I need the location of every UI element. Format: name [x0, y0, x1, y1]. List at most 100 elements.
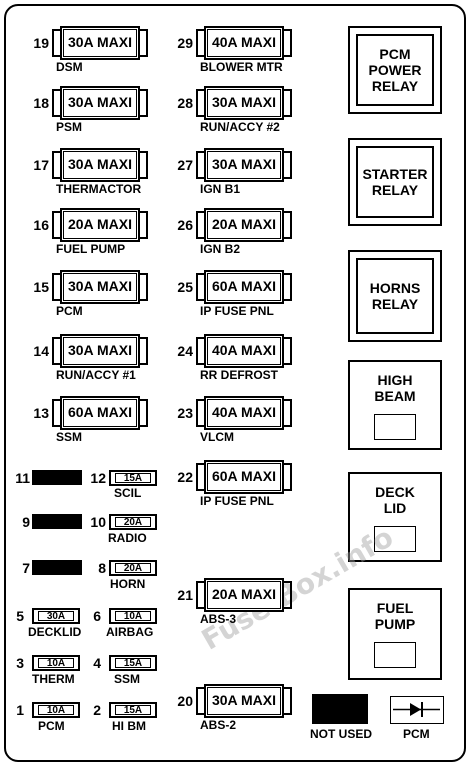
fuse-2-label: HI BM	[112, 719, 146, 733]
deck-lid-slot	[374, 526, 416, 552]
starter-relay: STARTER RELAY	[348, 138, 442, 226]
fuse-11-blank	[32, 470, 82, 485]
fuse-4: 15A	[109, 655, 157, 671]
fuse-6-rating: 10A	[115, 611, 151, 622]
horns-relay-label: HORNS RELAY	[356, 258, 434, 334]
fuse-20-label: ABS-2	[200, 718, 237, 732]
fuse-9-number: 9	[22, 514, 30, 530]
fuse-13-rating: 60A MAXI	[63, 399, 137, 427]
fuse-25: 60A MAXI	[196, 270, 292, 304]
fuse-12-number: 12	[90, 470, 106, 486]
fuse-3-label: THERM	[32, 672, 75, 686]
fuse-9-blank	[32, 514, 82, 529]
fuse-13-label: SSM	[56, 430, 83, 444]
fuse-4-rating: 15A	[115, 658, 151, 669]
fuse-26-label: IGN B2	[200, 242, 241, 256]
fuse-14: 30A MAXI	[52, 334, 148, 368]
fuse-24-rating: 40A MAXI	[207, 337, 281, 365]
fuse-24: 40A MAXI	[196, 334, 292, 368]
horns-relay: HORNS RELAY	[348, 250, 442, 342]
fuse-27-label: IGN B1	[200, 182, 241, 196]
fuse-19-label: DSM	[56, 60, 83, 74]
fuse-16-label: FUEL PUMP	[56, 242, 126, 256]
fuse-28-number: 28	[177, 95, 193, 111]
fuse-17-number: 17	[33, 157, 49, 173]
fuse-22: 60A MAXI	[196, 460, 292, 494]
fuse-2-number: 2	[93, 702, 101, 718]
pcm-diode-label: PCM	[403, 727, 430, 741]
fuse-29-number: 29	[177, 35, 193, 51]
fuse-17: 30A MAXI	[52, 148, 148, 182]
pcm-power-relay: PCM POWER RELAY	[348, 26, 442, 114]
fuse-27: 30A MAXI	[196, 148, 292, 182]
fuse-7-number: 7	[22, 560, 30, 576]
fuse-12-label: SCIL	[114, 486, 142, 500]
fuse-5-label: DECKLID	[28, 625, 82, 639]
fuse-24-label: RR DEFROST	[200, 368, 278, 382]
fuse-3-rating: 10A	[38, 658, 74, 669]
pcm-power-relay-label: PCM POWER RELAY	[356, 34, 434, 106]
high-beam-socket: HIGH BEAM	[348, 360, 442, 450]
fuse-8: 20A	[109, 560, 157, 576]
fuse-17-label: THERMACTOR	[56, 182, 142, 196]
fuse-10-number: 10	[90, 514, 106, 530]
fuse-20: 30A MAXI	[196, 684, 292, 718]
fuse-26-rating: 20A MAXI	[207, 211, 281, 239]
diode-icon	[393, 702, 440, 717]
fuse-10-rating: 20A	[115, 517, 151, 528]
fuse-19-number: 19	[33, 35, 49, 51]
deck-lid-label: DECK LID	[375, 484, 415, 516]
fuse-14-label: RUN/ACCY #1	[56, 368, 136, 382]
fuse-16: 20A MAXI	[52, 208, 148, 242]
fuse-3-number: 3	[16, 655, 24, 671]
fuse-3: 10A	[32, 655, 80, 671]
fuse-21: 20A MAXI	[196, 578, 292, 612]
fuel-pump-slot	[374, 642, 416, 668]
fuse-24-number: 24	[177, 343, 193, 359]
fuse-7-blank	[32, 560, 82, 575]
fuse-8-rating: 20A	[115, 563, 151, 574]
fuse-20-rating: 30A MAXI	[207, 687, 281, 715]
fuse-29-rating: 40A MAXI	[207, 29, 281, 57]
not-used-block	[312, 694, 368, 724]
fuse-5-number: 5	[16, 608, 24, 624]
fuse-8-label: HORN	[110, 577, 146, 591]
fuse-13: 60A MAXI	[52, 396, 148, 430]
fuse-26: 20A MAXI	[196, 208, 292, 242]
fuse-6-label: AIRBAG	[106, 625, 154, 639]
fuse-15-label: PCM	[56, 304, 83, 318]
fuse-10: 20A	[109, 514, 157, 530]
fuse-4-number: 4	[93, 655, 101, 671]
fuse-1-rating: 10A	[38, 705, 74, 716]
fuse-19: 30A MAXI	[52, 26, 148, 60]
fuse-27-rating: 30A MAXI	[207, 151, 281, 179]
fuse-2: 15A	[109, 702, 157, 718]
fuse-4-label: SSM	[114, 672, 141, 686]
high-beam-slot	[374, 414, 416, 440]
fuse-12-rating: 15A	[115, 473, 151, 484]
fuse-10-label: RADIO	[108, 531, 147, 545]
fuel-pump-label: FUEL PUMP	[374, 600, 416, 632]
fuse-23-label: VLCM	[200, 430, 234, 444]
high-beam-label: HIGH BEAM	[374, 372, 416, 404]
fuse-22-label: IP FUSE PNL	[200, 494, 274, 508]
fuse-1-number: 1	[16, 702, 24, 718]
fuse-1-label: PCM	[38, 719, 65, 733]
fuse-26-number: 26	[177, 217, 193, 233]
fuel-pump-socket: FUEL PUMP	[348, 588, 442, 680]
fuse-16-number: 16	[33, 217, 49, 233]
fuse-13-number: 13	[33, 405, 49, 421]
fuse-21-rating: 20A MAXI	[207, 581, 281, 609]
fuse-28-rating: 30A MAXI	[207, 89, 281, 117]
fuse-11-number: 11	[15, 470, 30, 486]
starter-relay-label: STARTER RELAY	[356, 146, 434, 218]
fuse-16-rating: 20A MAXI	[63, 211, 137, 239]
fuse-27-number: 27	[177, 157, 193, 173]
fuse-22-rating: 60A MAXI	[207, 463, 281, 491]
fuse-22-number: 22	[177, 469, 193, 485]
fuse-21-label: ABS-3	[200, 612, 237, 626]
fuse-5: 30A	[32, 608, 80, 624]
fuse-8-number: 8	[98, 560, 106, 576]
fuse-23-rating: 40A MAXI	[207, 399, 281, 427]
fuse-18-rating: 30A MAXI	[63, 89, 137, 117]
